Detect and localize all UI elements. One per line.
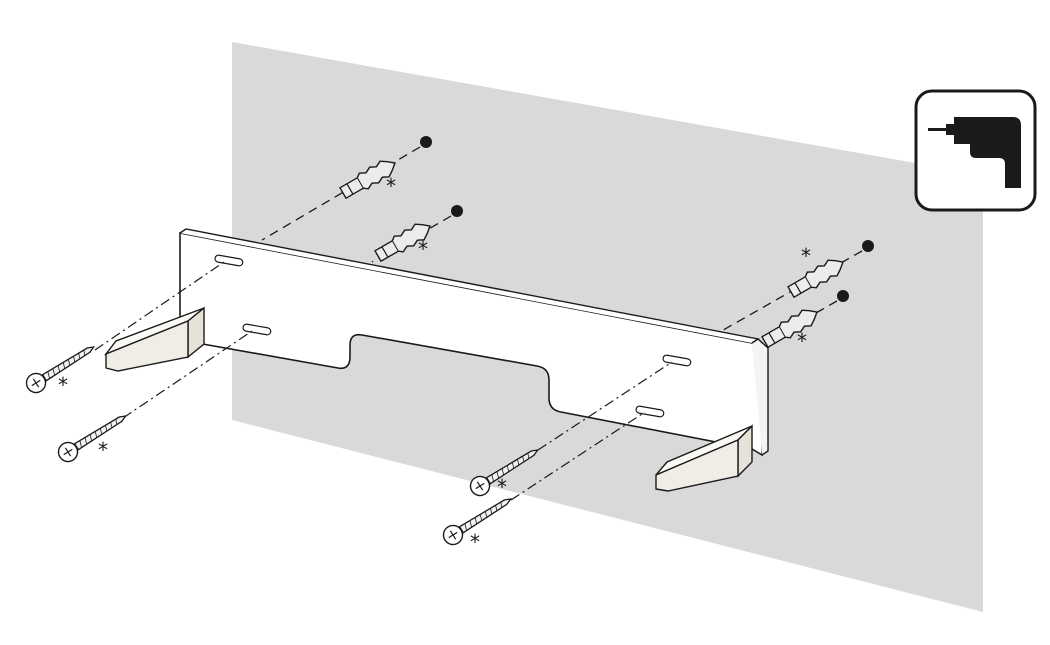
asterisk-mark: *	[470, 530, 480, 554]
bracket-foot-left	[103, 306, 205, 372]
asterisk-mark: *	[58, 373, 68, 397]
asterisk-marks: * * * * * * * *	[58, 174, 811, 554]
asterisk-mark: *	[386, 174, 396, 198]
drill-holes	[420, 136, 874, 302]
asterisk-mark: *	[797, 329, 807, 353]
bracket-foot-right	[655, 424, 753, 492]
screw	[54, 407, 132, 466]
asterisk-mark: *	[801, 244, 811, 268]
mounting-bracket	[179, 228, 769, 457]
drill-icon	[928, 117, 1021, 188]
asterisk-mark: *	[418, 237, 428, 261]
drill-icon-box	[914, 89, 1037, 212]
bracket-slots	[214, 254, 692, 418]
screw-guide-lines	[94, 261, 673, 501]
asterisk-mark: *	[98, 438, 108, 462]
asterisk-mark: *	[497, 475, 507, 499]
